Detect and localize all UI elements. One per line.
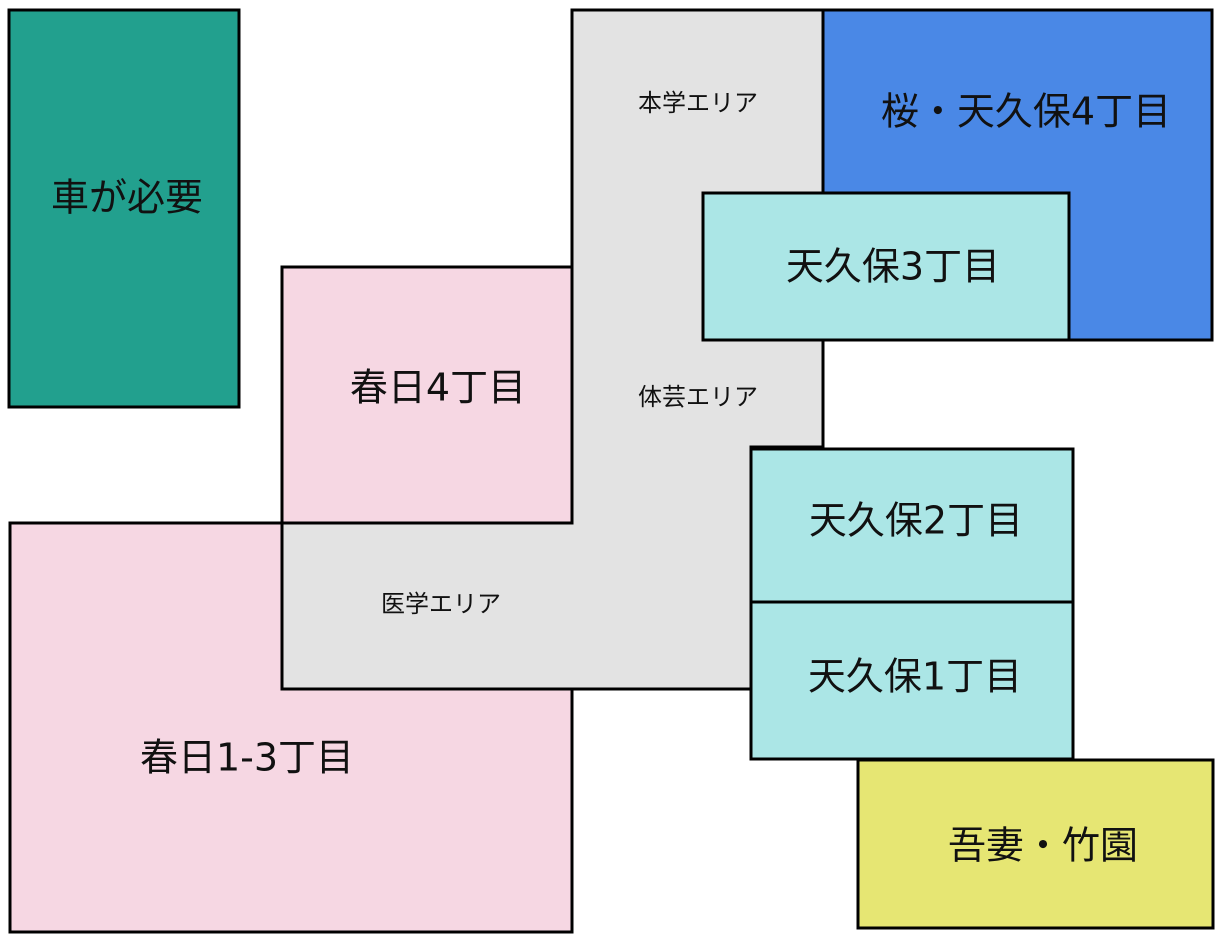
label-car-needed: 車が必要 <box>51 176 203 220</box>
label-amakubo1: 天久保1丁目 <box>808 655 1022 699</box>
region-azuma-takezono <box>856 758 1215 930</box>
label-campus-main: 本学エリア <box>638 89 758 117</box>
region-amakubo3 <box>701 191 1071 342</box>
label-amakubo2: 天久保2丁目 <box>809 499 1023 543</box>
label-sakura-amakubo4: 桜・天久保4丁目 <box>881 90 1171 134</box>
region-amakubo2 <box>749 447 1075 604</box>
label-campus-medical: 医学エリア <box>381 590 501 618</box>
label-azuma-takezono: 吾妻・竹園 <box>948 824 1138 868</box>
region-kasuga4 <box>280 265 574 525</box>
label-kasuga1-3: 春日1-3丁目 <box>140 736 354 780</box>
label-campus-arts: 体芸エリア <box>638 383 758 411</box>
region-car-needed <box>7 8 241 409</box>
label-amakubo3: 天久保3丁目 <box>786 245 1000 289</box>
region-amakubo1 <box>749 600 1075 761</box>
label-kasuga4: 春日4丁目 <box>350 366 526 410</box>
